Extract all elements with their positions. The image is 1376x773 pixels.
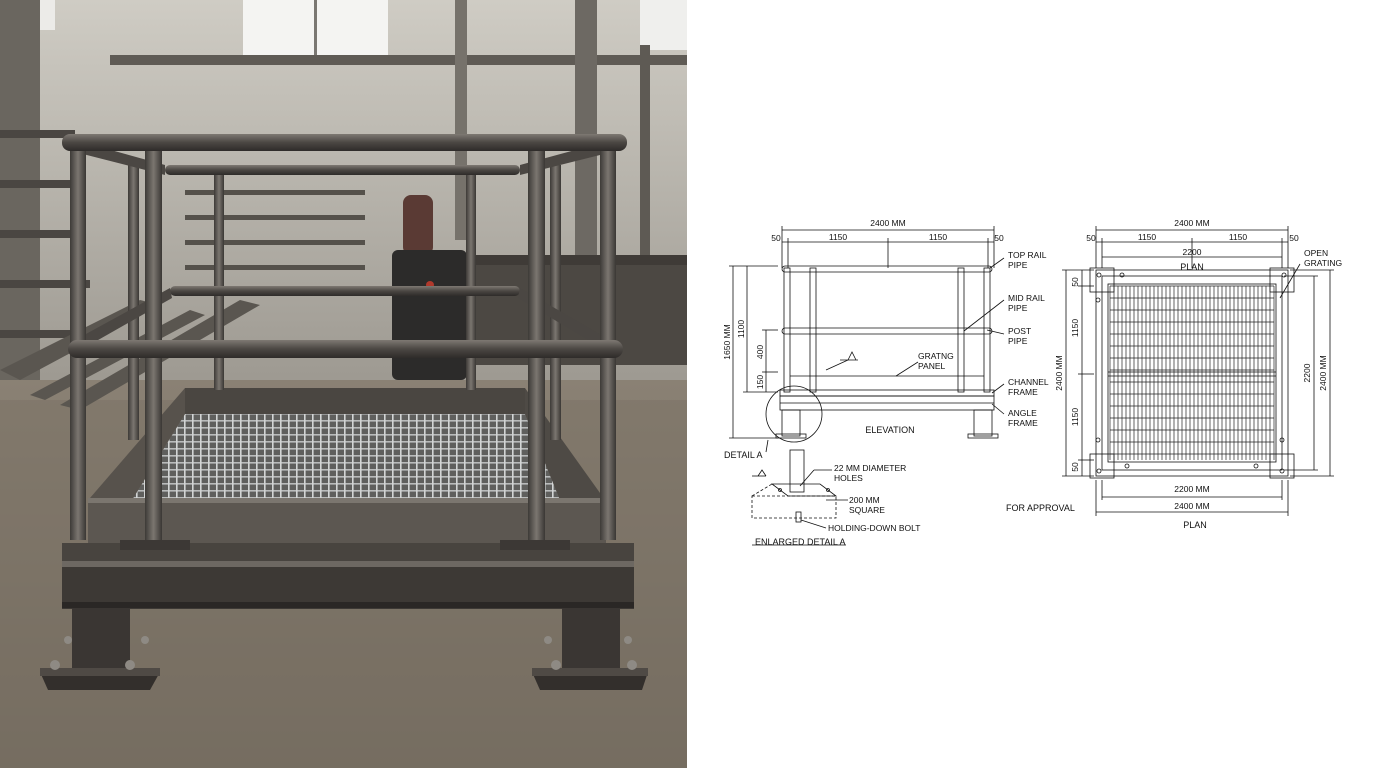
elev-dim-span-2: 1150	[929, 232, 948, 242]
plan-dim-inner-top: 2200	[1183, 247, 1202, 257]
detail-bolt-label: HOLDING-DOWN BOLT	[828, 523, 920, 533]
for-approval-label: FOR APPROVAL	[1006, 503, 1075, 513]
plan-dim-span-1: 1150	[1138, 232, 1157, 242]
detail-square-line1: 200 MM	[849, 495, 880, 505]
plan-dim-span-2: 1150	[1229, 232, 1248, 242]
plan-dim-left-50-top: 50	[1070, 277, 1080, 287]
label-mid-rail-line1: MID RAIL	[1008, 293, 1045, 303]
plan-dim-left-50-bottom: 50	[1070, 462, 1080, 472]
label-mid-rail-line2: PIPE	[1008, 303, 1028, 313]
plan-dim-right-inner: 2200	[1302, 363, 1312, 382]
label-angle-line2: FRAME	[1008, 418, 1038, 428]
drawing-canvas: 2400 MM 50 1150 1150 50 1650 MM 1100 400…	[722, 218, 1342, 547]
plan-dim-left-1150-bottom: 1150	[1070, 408, 1080, 427]
label-grating-line2: PANEL	[918, 361, 946, 371]
elev-dim-span-1: 1150	[829, 232, 848, 242]
elev-dim-height-total: 1650 MM	[722, 324, 732, 359]
label-top-rail-line2: PIPE	[1008, 260, 1028, 270]
elev-dim-overall: 2400 MM	[870, 218, 905, 228]
label-post-line2: PIPE	[1008, 336, 1028, 346]
elevation-title: ELEVATION	[865, 425, 914, 435]
detail-square-line2: SQUARE	[849, 505, 885, 515]
label-channel-line2: FRAME	[1008, 387, 1038, 397]
detail-a-ref: DETAIL A	[724, 450, 763, 460]
elev-dim-rail-height: 1100	[736, 320, 746, 339]
plan-dim-left-total: 2400 MM	[1054, 355, 1064, 390]
plan-dim-overall-bottom: 2400 MM	[1174, 501, 1209, 511]
plan-grating-mesh	[1109, 285, 1275, 460]
elev-dim-bottom: 150	[755, 375, 765, 389]
plan-dim-overall-top: 2400 MM	[1174, 218, 1209, 228]
label-top-rail-line1: TOP RAIL	[1008, 250, 1047, 260]
plan-open-grating-line2: GRATING	[1304, 258, 1342, 268]
label-angle-line1: ANGLE	[1008, 408, 1037, 418]
plan-dim-left-1150-top: 1150	[1070, 319, 1080, 338]
plan-dim-inner-bottom: 2200 MM	[1174, 484, 1209, 494]
label-post-line1: POST	[1008, 326, 1031, 336]
enlarged-detail-title: ENLARGED DETAIL A	[755, 537, 846, 547]
fabricated-platform-photo	[0, 0, 687, 768]
plan-open-grating-line1: OPEN	[1304, 248, 1328, 258]
plan-dim-right-total: 2400 MM	[1318, 355, 1328, 390]
plan-dim-left-edge: 50	[1086, 233, 1096, 243]
detail-holes-line2: HOLES	[834, 473, 863, 483]
platform-photo-graphic	[0, 0, 687, 768]
label-grating-line1: GRATNG	[918, 351, 954, 361]
plan-title-top: PLAN	[1180, 262, 1204, 272]
plan-dim-right-edge: 50	[1289, 233, 1299, 243]
technical-drawing: 2400 MM 50 1150 1150 50 1650 MM 1100 400…	[687, 0, 1376, 768]
detail-holes-line1: 22 MM DIAMETER	[834, 463, 906, 473]
elev-dim-right-edge: 50	[994, 233, 1004, 243]
elev-dim-midrail: 400	[755, 345, 765, 359]
elev-dim-left-edge: 50	[771, 233, 781, 243]
label-channel-line1: CHANNEL	[1008, 377, 1049, 387]
plan-title-bottom: PLAN	[1183, 520, 1207, 530]
